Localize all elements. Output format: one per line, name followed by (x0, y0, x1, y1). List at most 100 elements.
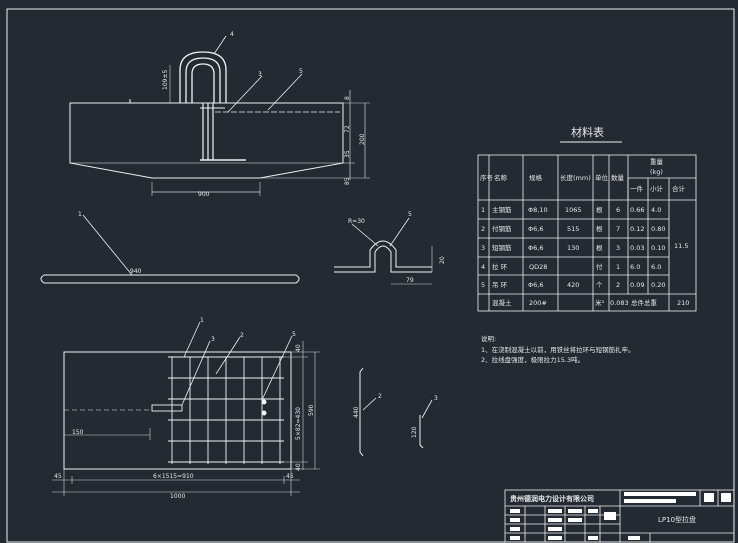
bar-2-length: 440 (353, 406, 360, 418)
table-row-5-length: 420 (567, 281, 579, 289)
company-name: 贵州德润电力设计有限公司 (510, 494, 594, 503)
concrete-total-label: 总件总重 (631, 298, 658, 307)
pull-ring-callout: 5 (408, 211, 412, 218)
table-row-3-spec: Φ6,6 (528, 244, 543, 252)
table-row-1-qty: 6 (616, 206, 620, 214)
table-row-3-unit: 根 (596, 243, 603, 252)
table-row-1-length: 1065 (565, 206, 582, 214)
dim-loop-height: 109±5 (162, 70, 169, 90)
plan-callout-2: 2 (240, 332, 244, 339)
pull-loop (179, 51, 227, 103)
material-table-headers: 序号 名称 规格 长度(mm) 单位 数量 重量 (kg) 一件 小计 合计 (480, 158, 686, 193)
table-row-5-qty: 2 (616, 281, 620, 289)
pull-ring-width: 79 (406, 277, 414, 284)
main-bar-length: 940 (130, 268, 142, 275)
pull-ring-plan (151, 404, 183, 412)
bar-2-callout: 2 (378, 393, 382, 400)
table-row-1-name: 主钢筋 (492, 205, 512, 214)
table-row-2-seq: 2 (481, 225, 485, 233)
side-bars (359, 367, 433, 457)
bar-2-shape (359, 367, 364, 457)
table-row-2-qty: 7 (616, 225, 620, 233)
table-row-2-name: 付钢筋 (492, 224, 512, 233)
table-row-3-each: 0.03 (630, 244, 644, 252)
table-row-1-subtotal: 4.0 (651, 206, 661, 214)
notes-heading: 说明: (481, 334, 496, 343)
concrete-unit: 米³ (595, 298, 605, 307)
callout-4: 4 (230, 31, 234, 38)
table-row-4-qty: 1 (616, 263, 620, 271)
dim-plan-left-offset: 150 (72, 429, 84, 436)
header-subtotal: 小计 (650, 184, 664, 193)
table-row-5-name: 吊 环 (492, 281, 508, 289)
plan-callout-5: 5 (292, 331, 296, 338)
table-row-4-each: 6.0 (630, 263, 640, 271)
table-row-2-each: 0.12 (630, 225, 644, 233)
lifting-ring-top (261, 399, 267, 405)
concrete-name: 混凝土 (492, 298, 512, 307)
header-name: 名称 (494, 173, 508, 182)
plan-view (52, 321, 320, 496)
table-row-3-length: 130 (567, 244, 579, 252)
plan-slab-outline (63, 351, 292, 470)
steel-total: 11.5 (674, 242, 688, 250)
table-row-3-seq: 3 (481, 244, 485, 252)
drawing-title: LP10型拉盘 (658, 515, 696, 524)
table-row-1-seq: 1 (481, 206, 485, 214)
plan-callout-1: 1 (200, 317, 204, 324)
table-row-5-each: 0.09 (630, 281, 644, 289)
pull-ring-radius: R=30 (348, 218, 365, 225)
drawing-border (6, 8, 735, 543)
note-line-1: 1、在浇制混凝土以前，用铁丝将拉环与短钢筋扎牢。 (481, 345, 635, 354)
table-row-1-each: 0.66 (630, 206, 644, 214)
main-bar-callout: 1 (78, 211, 82, 218)
bar-3-callout: 3 (434, 395, 438, 402)
callout-3: 3 (258, 71, 262, 78)
dim-plan-total-width: 1000 (170, 493, 185, 500)
header-length: 长度(mm) (560, 173, 591, 182)
elevation-labels: 4 3 5 109±5 8 72 200 35 85 900 (162, 31, 366, 198)
table-row-2-spec: Φ6,6 (528, 225, 543, 233)
header-spec: 规格 (529, 173, 543, 182)
header-weight-unit: (kg) (650, 168, 663, 176)
table-row-1-unit: 根 (596, 205, 603, 214)
header-unit: 单位 (595, 173, 609, 182)
concrete-spec: 200# (529, 299, 547, 307)
table-row-3-qty: 3 (616, 244, 620, 252)
header-each: 一件 (630, 184, 644, 193)
notes: 说明: 1、在浇制混凝土以前，用铁丝将拉环与短钢筋扎牢。 2、拉线盘强度，极限拉… (481, 334, 635, 364)
title-block-fills (510, 492, 731, 540)
table-row-5-unit: 个 (596, 281, 603, 289)
dim-total-height: 200 (359, 133, 366, 145)
bar-3-shape (419, 415, 424, 449)
plan-view-labels: 1 3 2 5 40 5×82=430 590 40 150 6×1515=91… (54, 317, 315, 500)
pull-ring-height: 20 (439, 256, 446, 264)
dim-bottom-offset: 85 (344, 177, 351, 185)
table-row-2-unit: 根 (596, 224, 603, 233)
dim-plan-end-right: 45 (286, 473, 294, 480)
note-line-2: 2、拉线盘强度，极限拉力15.3吨。 (481, 355, 584, 364)
rebar-grid (168, 356, 284, 464)
dim-top-offset: 8 (344, 96, 351, 100)
table-row-4-spec: QD28 (529, 263, 547, 271)
concrete-qty: 0.083 (610, 299, 629, 307)
dim-plan-end-left: 45 (54, 473, 62, 480)
table-row-4-name: 拉 环 (492, 262, 508, 271)
header-seq: 序号 (480, 173, 494, 182)
table-row-1-spec: Φ8,10 (528, 206, 548, 214)
table-row-5-seq: 5 (481, 281, 485, 289)
concrete-total: 210 (677, 299, 689, 307)
table-row-3-subtotal: 0.10 (651, 244, 665, 252)
elevation-slab-outline (69, 102, 344, 179)
table-row-3-name: 短钢筋 (492, 243, 512, 252)
dim-mid-height: 72 (344, 125, 351, 133)
dim-lower-height: 35 (344, 150, 351, 158)
dim-plan-total-height: 590 (308, 404, 315, 416)
callout-5: 5 (299, 68, 303, 75)
table-row-4-subtotal: 6.0 (651, 263, 661, 271)
elevation-view (69, 35, 370, 196)
dim-plan-grid-span: 5×82=430 (295, 407, 302, 440)
main-bar-detail (40, 214, 300, 284)
header-total: 合计 (672, 184, 686, 193)
dim-plan-grid-width: 6×1515=910 (153, 473, 194, 480)
